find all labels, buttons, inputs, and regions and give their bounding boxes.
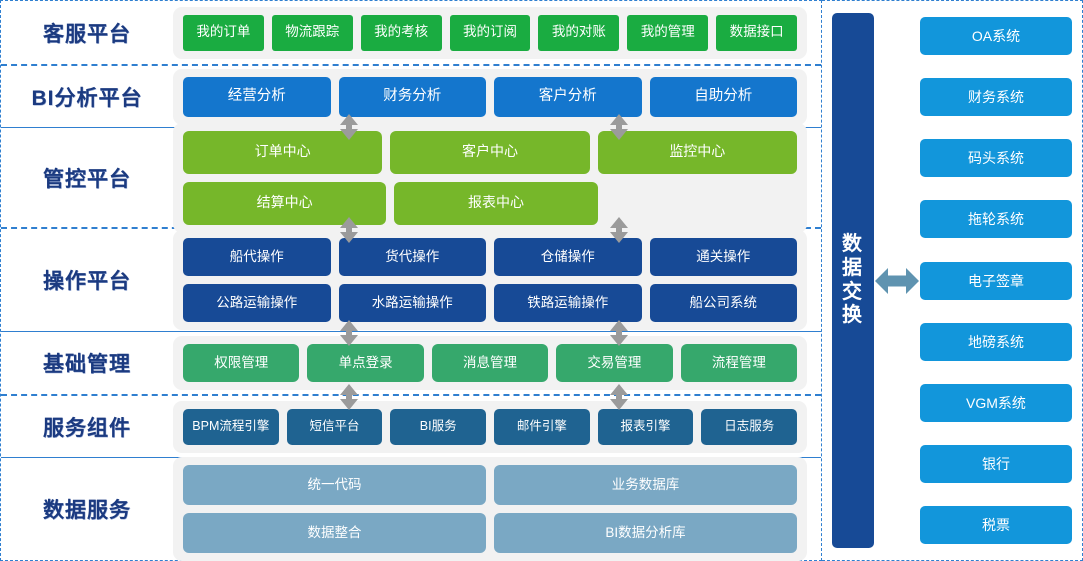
layer-label-operations: 操作平台 (43, 270, 131, 293)
layer-body-data-service: 统一代码 业务数据库 数据整合 BI数据分析库 (173, 457, 807, 561)
exchange-arrow-wrap (874, 266, 920, 296)
layer-bi-analysis: BI分析平台 经营分析 财务分析 客户分析 自助分析 (1, 66, 821, 128)
chip-unified-code[interactable]: 统一代码 (183, 465, 486, 505)
layer-customer-service: 客服平台 我的订单 物流跟踪 我的考核 我的订阅 我的对账 我的管理 数据接口 (1, 1, 821, 66)
ext-system-terminal[interactable]: 码头系统 (920, 139, 1072, 178)
chip-monitoring-center[interactable]: 监控中心 (597, 130, 797, 174)
chip-row: 数据整合 BI数据分析库 (183, 513, 797, 553)
ext-system-tugboat[interactable]: 拖轮系统 (920, 200, 1072, 239)
layer-label-customer-service: 客服平台 (43, 22, 131, 46)
chip-road-transport-ops[interactable]: 公路运输操作 (183, 284, 331, 322)
chip-customer-analysis[interactable]: 客户分析 (494, 76, 642, 117)
chip-row: 经营分析 财务分析 客户分析 自助分析 (183, 76, 797, 117)
layer-body-operations: 船代操作 货代操作 仓储操作 通关操作 公路运输操作 水路运输操作 铁路运输操作… (173, 230, 807, 330)
chip-report-center[interactable]: 报表中心 (394, 181, 598, 225)
chip-sms-platform[interactable]: 短信平台 (286, 408, 383, 445)
platform-stack-panel: 客服平台 我的订单 物流跟踪 我的考核 我的订阅 我的对账 我的管理 数据接口 … (0, 0, 822, 561)
layer-data-service: 数据服务 统一代码 业务数据库 数据整合 BI数据分析库 (1, 457, 821, 561)
chip-rail-transport-ops[interactable]: 铁路运输操作 (494, 284, 642, 322)
layer-body-control: 订单中心 客户中心 监控中心 结算中心 报表中心 (173, 122, 807, 233)
layer-label-control: 管控平台 (43, 167, 131, 191)
layer-label-basic-management: 基础管理 (43, 353, 131, 376)
exchange-char-4: 换 (842, 304, 864, 327)
double-arrow-horizontal-icon (875, 267, 919, 294)
ext-system-bank[interactable]: 银行 (920, 444, 1072, 483)
chip-row: 统一代码 业务数据库 (183, 465, 797, 505)
exchange-char-1: 数 (842, 233, 864, 256)
chip-mail-engine[interactable]: 邮件引擎 (494, 408, 590, 445)
chip-my-orders[interactable]: 我的订单 (183, 14, 264, 51)
layer-basic-management: 基础管理 权限管理 单点登录 消息管理 交易管理 流程管理 (1, 332, 821, 396)
layer-body-customer-service: 我的订单 物流跟踪 我的考核 我的订阅 我的对账 我的管理 数据接口 (173, 6, 807, 59)
chip-my-assessment[interactable]: 我的考核 (360, 14, 442, 51)
data-exchange-panel: 数 据 交 换 OA系统 财务系统 码头系统 拖轮系统 电子签章 地磅系统 VG… (822, 0, 1083, 561)
chip-customer-center[interactable]: 客户中心 (390, 130, 590, 174)
chip-bi-analytics-database[interactable]: BI数据分析库 (494, 513, 797, 553)
chip-warehouse-ops[interactable]: 仓储操作 (494, 238, 642, 276)
chip-order-center[interactable]: 订单中心 (183, 130, 383, 174)
chip-data-integration[interactable]: 数据整合 (183, 513, 486, 553)
chip-settlement-center[interactable]: 结算中心 (183, 181, 387, 225)
chip-row: 船代操作 货代操作 仓储操作 通关操作 (183, 238, 797, 276)
chip-transaction-management[interactable]: 交易管理 (556, 344, 673, 382)
chip-log-service[interactable]: 日志服务 (701, 408, 798, 445)
external-systems-list: OA系统 财务系统 码头系统 拖轮系统 电子签章 地磅系统 VGM系统 银行 税… (920, 8, 1082, 553)
chip-row: 订单中心 客户中心 监控中心 (183, 130, 797, 174)
chip-row: 权限管理 单点登录 消息管理 交易管理 流程管理 (183, 344, 798, 382)
ext-system-finance[interactable]: 财务系统 (920, 78, 1072, 117)
layer-service-components: 服务组件 BPM流程引擎 短信平台 BI服务 邮件引擎 报表引擎 日志服务 (1, 396, 821, 458)
exchange-char-2: 据 (842, 256, 864, 279)
chip-waterway-transport-ops[interactable]: 水路运输操作 (338, 284, 486, 322)
chip-logistics-tracking[interactable]: 物流跟踪 (271, 14, 353, 51)
chip-business-database[interactable]: 业务数据库 (494, 465, 797, 505)
chip-my-subscription[interactable]: 我的订阅 (449, 14, 531, 51)
chip-row: 公路运输操作 水路运输操作 铁路运输操作 船公司系统 (183, 284, 797, 322)
chip-business-analysis[interactable]: 经营分析 (183, 76, 331, 117)
chip-data-interface[interactable]: 数据接口 (716, 14, 798, 51)
chip-shipping-company-system[interactable]: 船公司系统 (649, 284, 797, 322)
exchange-char-3: 交 (842, 280, 864, 303)
chip-my-reconciliation[interactable]: 我的对账 (538, 14, 620, 51)
layer-body-basic-management: 权限管理 单点登录 消息管理 交易管理 流程管理 (173, 336, 807, 390)
chip-row: 结算中心 报表中心 (183, 181, 797, 225)
chip-bpm-workflow-engine[interactable]: BPM流程引擎 (183, 408, 279, 445)
chip-financial-analysis[interactable]: 财务分析 (338, 76, 486, 117)
chip-row-spacer (606, 182, 797, 225)
chip-process-management[interactable]: 流程管理 (680, 344, 798, 382)
chip-message-management[interactable]: 消息管理 (431, 344, 549, 382)
chip-permission-management[interactable]: 权限管理 (183, 344, 300, 382)
layer-body-service-components: BPM流程引擎 短信平台 BI服务 邮件引擎 报表引擎 日志服务 (173, 400, 807, 453)
chip-my-management[interactable]: 我的管理 (627, 14, 709, 51)
layer-label-bi-analysis: BI分析平台 (31, 86, 143, 110)
chip-bi-service[interactable]: BI服务 (390, 408, 487, 445)
data-exchange-bar: 数 据 交 换 (832, 13, 874, 548)
chip-row: BPM流程引擎 短信平台 BI服务 邮件引擎 报表引擎 日志服务 (183, 408, 798, 445)
chip-shipping-agency-ops[interactable]: 船代操作 (183, 238, 331, 276)
chip-single-sign-on[interactable]: 单点登录 (307, 344, 424, 382)
layer-label-service-components: 服务组件 (43, 416, 131, 440)
ext-system-e-signature[interactable]: 电子签章 (920, 261, 1072, 300)
chip-self-service-analysis[interactable]: 自助分析 (649, 76, 797, 117)
ext-system-weighbridge[interactable]: 地磅系统 (920, 322, 1072, 361)
ext-system-tax-invoice[interactable]: 税票 (920, 506, 1072, 544)
layer-operations: 操作平台 船代操作 货代操作 仓储操作 通关操作 公路运输操作 水路运输操作 铁… (1, 229, 821, 332)
chip-customs-ops[interactable]: 通关操作 (649, 238, 797, 276)
layer-body-bi-analysis: 经营分析 财务分析 客户分析 自助分析 (173, 68, 807, 125)
chip-row: 我的订单 物流跟踪 我的考核 我的订阅 我的对账 我的管理 数据接口 (183, 14, 798, 51)
ext-system-oa[interactable]: OA系统 (920, 17, 1072, 55)
chip-report-engine[interactable]: 报表引擎 (597, 408, 694, 445)
chip-freight-forwarding-ops[interactable]: 货代操作 (338, 238, 486, 276)
layer-control: 管控平台 订单中心 客户中心 监控中心 结算中心 报表中心 (1, 122, 821, 233)
ext-system-vgm[interactable]: VGM系统 (920, 383, 1072, 422)
layer-label-data-service: 数据服务 (43, 499, 131, 522)
